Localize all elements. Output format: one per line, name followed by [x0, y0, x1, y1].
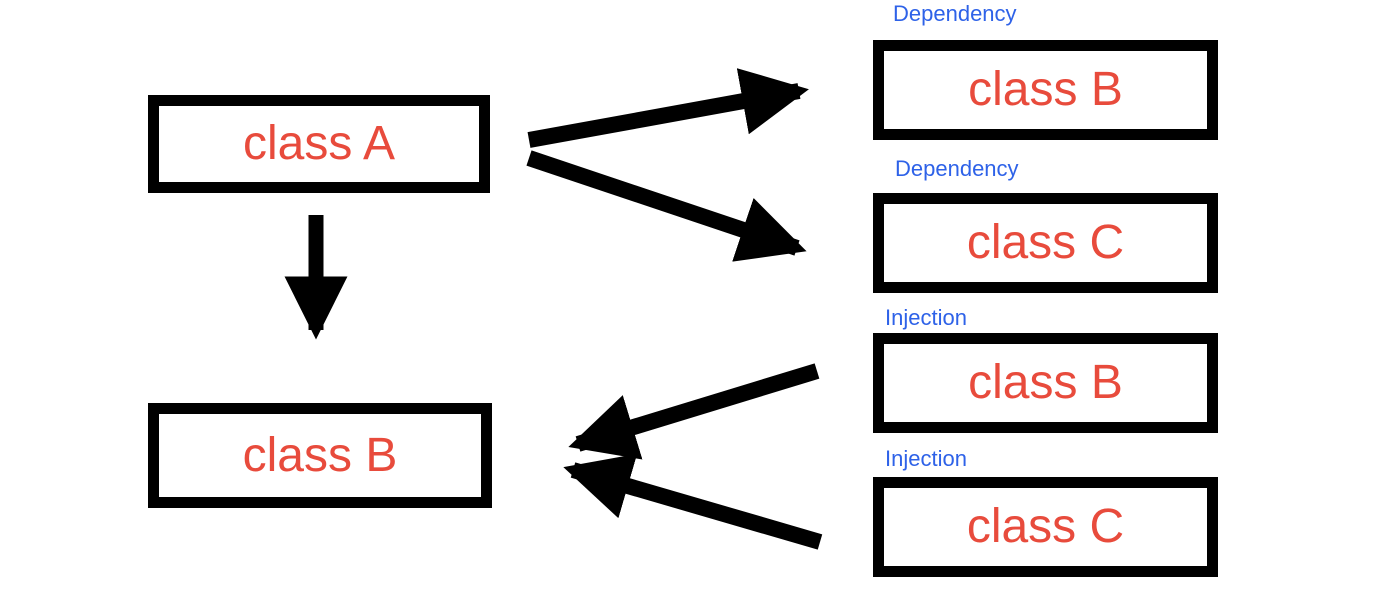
- dependency-class-c-box: class C: [873, 193, 1218, 293]
- arrow-a-to-dependency-c-icon: [526, 150, 807, 262]
- injection-class-b-label: class B: [968, 356, 1123, 409]
- dependency-tag-1: Dependency: [893, 1, 1017, 26]
- dependency-tag-2: Dependency: [895, 156, 1019, 181]
- arrow-a-to-dependency-b-icon: [527, 68, 809, 148]
- injection-tag-1: Injection: [885, 305, 967, 330]
- injection-tag-2: Injection: [885, 446, 967, 471]
- injection-class-c-box: class C: [873, 477, 1218, 577]
- dependency-class-b-label: class B: [968, 63, 1123, 116]
- injection-class-c-label: class C: [966, 500, 1125, 553]
- arrow-injection-c-to-b-icon: [563, 453, 823, 550]
- arrow-injection-b-to-b-icon: [568, 363, 820, 460]
- dependency-class-c-label: class C: [966, 216, 1125, 269]
- class-b-left-label: class B: [242, 428, 398, 482]
- class-a-label: class A: [242, 117, 396, 170]
- class-b-left-box: class B: [148, 403, 492, 508]
- injection-class-b-box: class B: [873, 333, 1218, 433]
- dependency-class-b-box: class B: [873, 40, 1218, 140]
- class-a-box: class A: [148, 95, 490, 193]
